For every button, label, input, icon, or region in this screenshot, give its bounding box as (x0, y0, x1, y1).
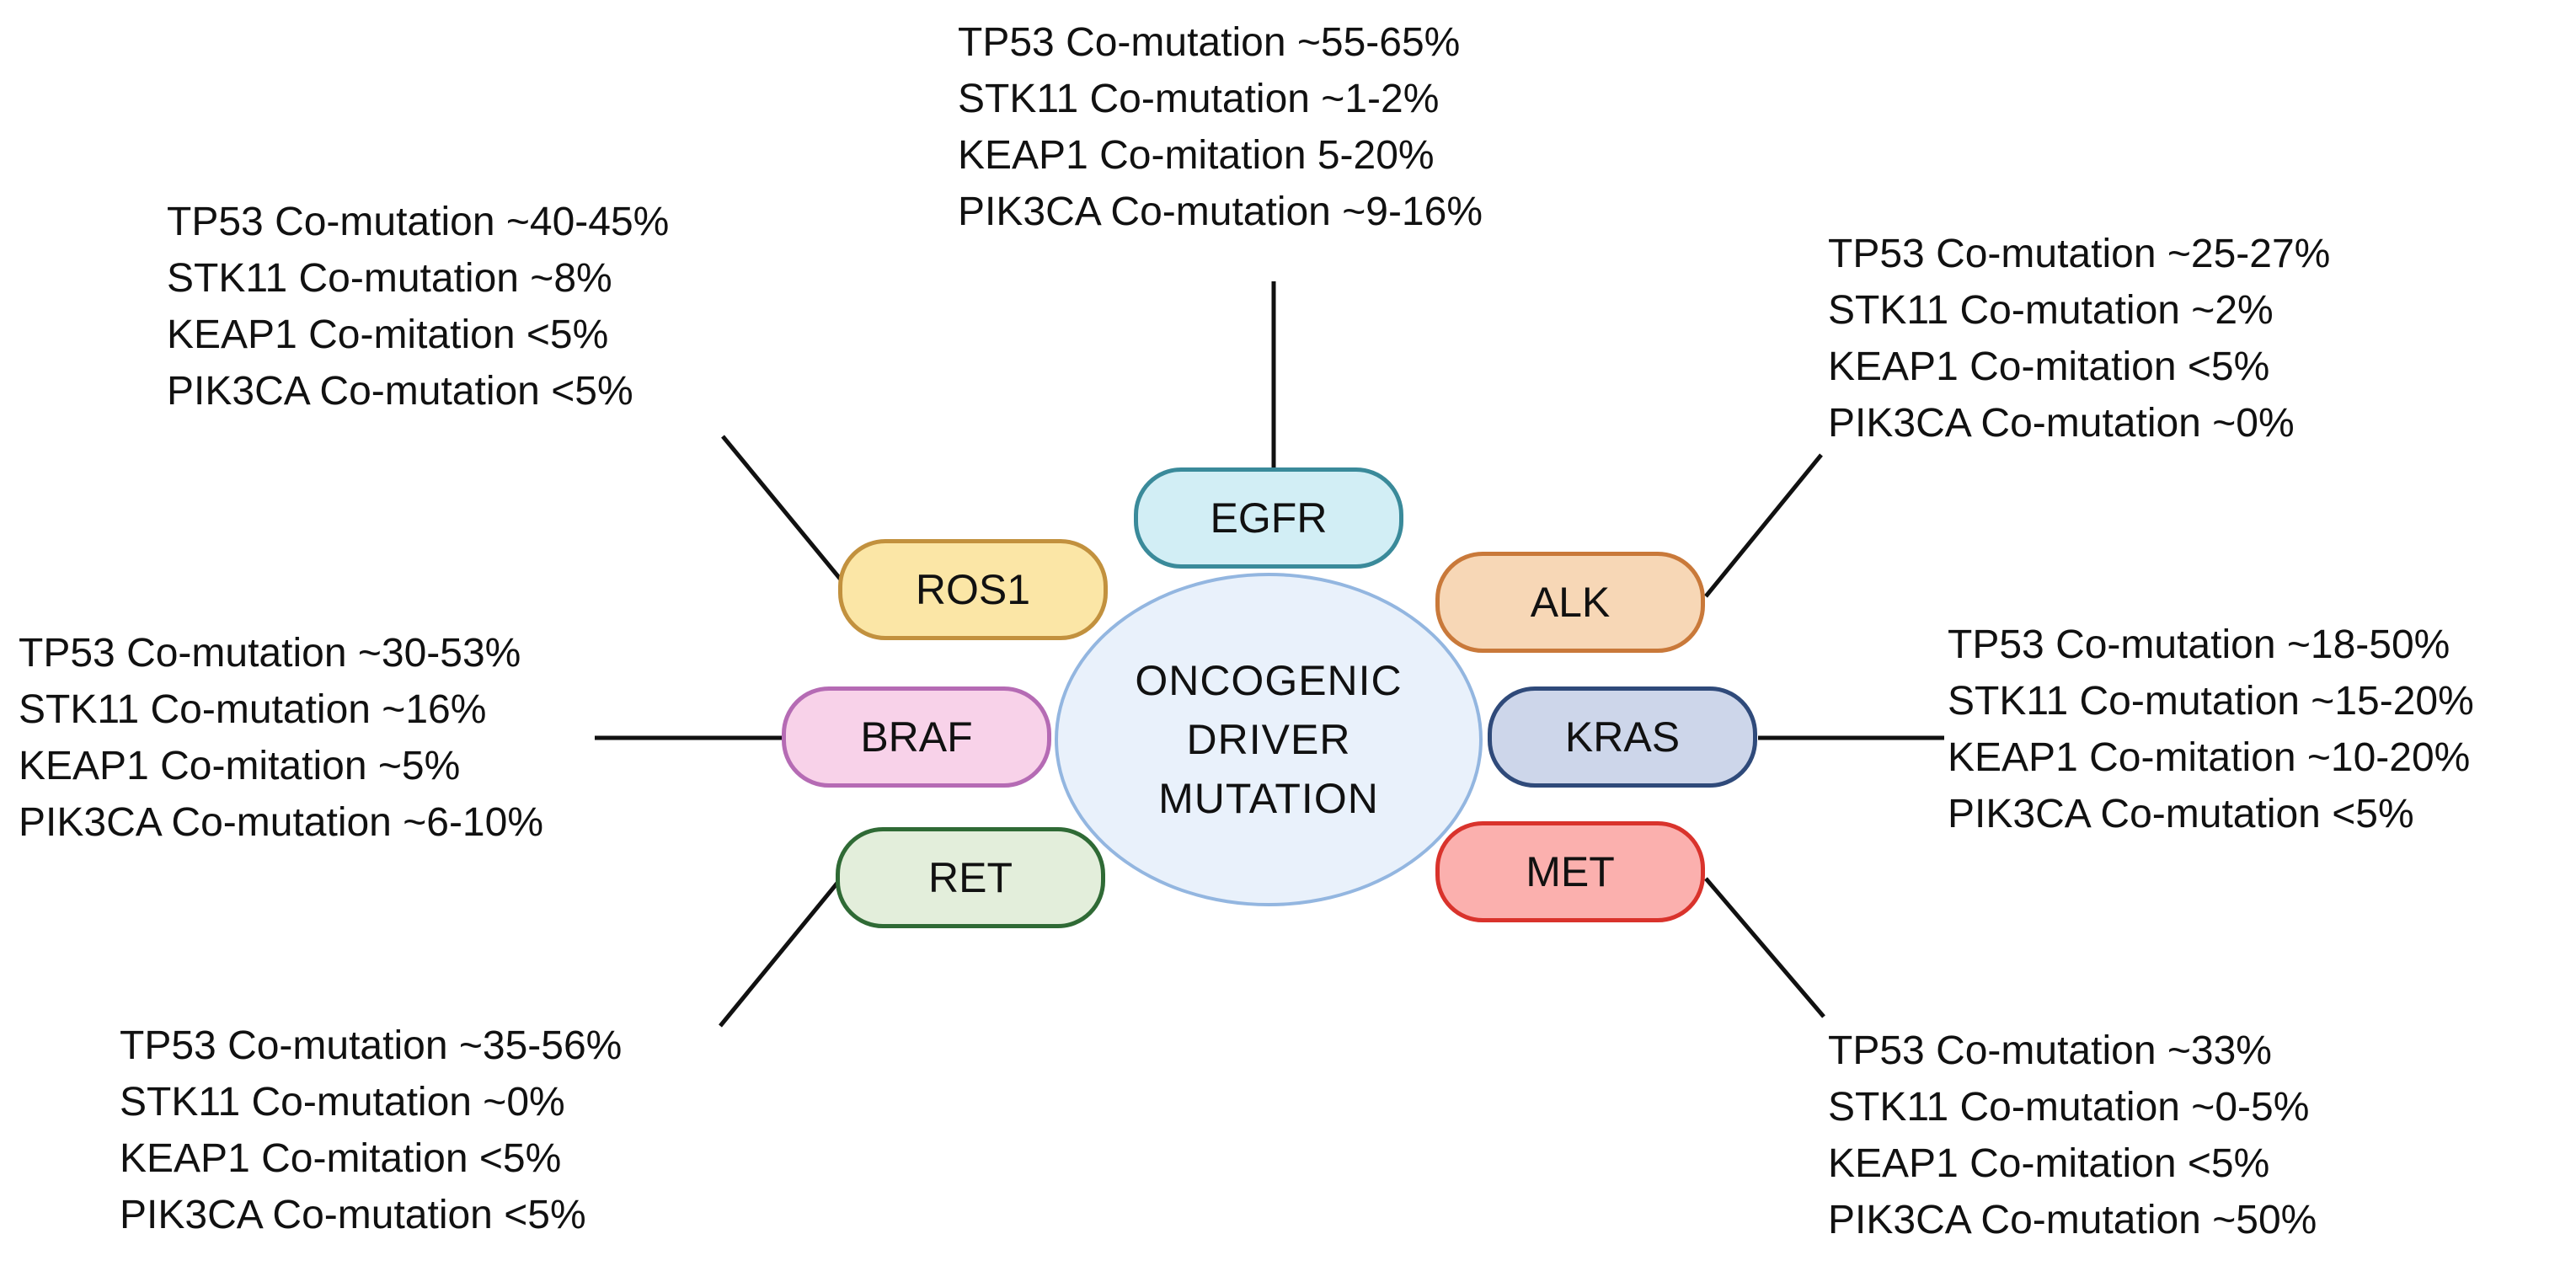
ros1-keap1-line: KEAP1 Co-mitation <5% (167, 312, 609, 357)
ret-keap1-line: KEAP1 Co-mitation <5% (120, 1136, 562, 1181)
egfr-pik3ca-line: PIK3CA Co-mutation ~9-16% (958, 190, 1483, 234)
alk-pik3ca-line: PIK3CA Co-mutation ~0% (1828, 401, 2295, 446)
egfr-tp53-line: TP53 Co-mutation ~55-65% (958, 20, 1461, 65)
met-pik3ca-line: PIK3CA Co-mutation ~50% (1828, 1198, 2317, 1242)
braf-pill: BRAF (782, 686, 1051, 788)
ret-pill: RET (836, 827, 1105, 928)
braf-comutations: TP53 Co-mutation ~30-53% STK11 Co-mutati… (19, 625, 543, 851)
connector-alk (1704, 453, 1823, 598)
ret-comutations: TP53 Co-mutation ~35-56% STK11 Co-mutati… (120, 1018, 622, 1243)
ros1-pill: ROS1 (838, 539, 1108, 640)
ros1-comutations: TP53 Co-mutation ~40-45% STK11 Co-mutati… (167, 194, 669, 419)
ros1-stk11-line: STK11 Co-mutation ~8% (167, 256, 612, 301)
met-stk11-line: STK11 Co-mutation ~0-5% (1828, 1085, 2310, 1130)
egfr-pill: EGFR (1134, 467, 1403, 569)
center-node: ONCOGENIC DRIVER MUTATION (1055, 573, 1483, 906)
egfr-comutations: TP53 Co-mutation ~55-65% STK11 Co-mutati… (958, 14, 1483, 240)
kras-comutations: TP53 Co-mutation ~18-50% STK11 Co-mutati… (1948, 617, 2474, 842)
alk-stk11-line: STK11 Co-mutation ~2% (1828, 288, 2274, 333)
met-comutations: TP53 Co-mutation ~33% STK11 Co-mutation … (1828, 1023, 2317, 1248)
kras-pill: KRAS (1488, 686, 1757, 788)
kras-keap1-line: KEAP1 Co-mitation ~10-20% (1948, 735, 2471, 780)
met-keap1-line: KEAP1 Co-mitation <5% (1828, 1141, 2270, 1186)
alk-keap1-line: KEAP1 Co-mitation <5% (1828, 345, 2270, 389)
alk-comutations: TP53 Co-mutation ~25-27% STK11 Co-mutati… (1828, 226, 2330, 451)
kras-stk11-line: STK11 Co-mutation ~15-20% (1948, 679, 2474, 724)
ret-tp53-line: TP53 Co-mutation ~35-56% (120, 1023, 623, 1068)
alk-pill: ALK (1435, 552, 1705, 653)
ros1-tp53-line: TP53 Co-mutation ~40-45% (167, 200, 670, 244)
alk-tp53-line: TP53 Co-mutation ~25-27% (1828, 232, 2331, 276)
ros1-pik3ca-line: PIK3CA Co-mutation <5% (167, 369, 633, 414)
ret-stk11-line: STK11 Co-mutation ~0% (120, 1080, 565, 1124)
braf-pik3ca-line: PIK3CA Co-mutation ~6-10% (19, 800, 543, 845)
center-label: ONCOGENIC DRIVER MUTATION (1135, 657, 1403, 822)
braf-keap1-line: KEAP1 Co-mitation ~5% (19, 744, 461, 788)
egfr-stk11-line: STK11 Co-mutation ~1-2% (958, 77, 1440, 121)
connector-met (1704, 877, 1825, 1018)
braf-stk11-line: STK11 Co-mutation ~16% (19, 687, 487, 732)
braf-tp53-line: TP53 Co-mutation ~30-53% (19, 631, 521, 676)
kras-tp53-line: TP53 Co-mutation ~18-50% (1948, 622, 2450, 667)
met-tp53-line: TP53 Co-mutation ~33% (1828, 1028, 2272, 1073)
connector-ret (719, 880, 840, 1028)
met-pill: MET (1435, 821, 1705, 922)
ret-pik3ca-line: PIK3CA Co-mutation <5% (120, 1193, 586, 1237)
egfr-keap1-line: KEAP1 Co-mitation 5-20% (958, 133, 1435, 178)
connector-ros1 (721, 435, 842, 581)
kras-pik3ca-line: PIK3CA Co-mutation <5% (1948, 792, 2414, 836)
